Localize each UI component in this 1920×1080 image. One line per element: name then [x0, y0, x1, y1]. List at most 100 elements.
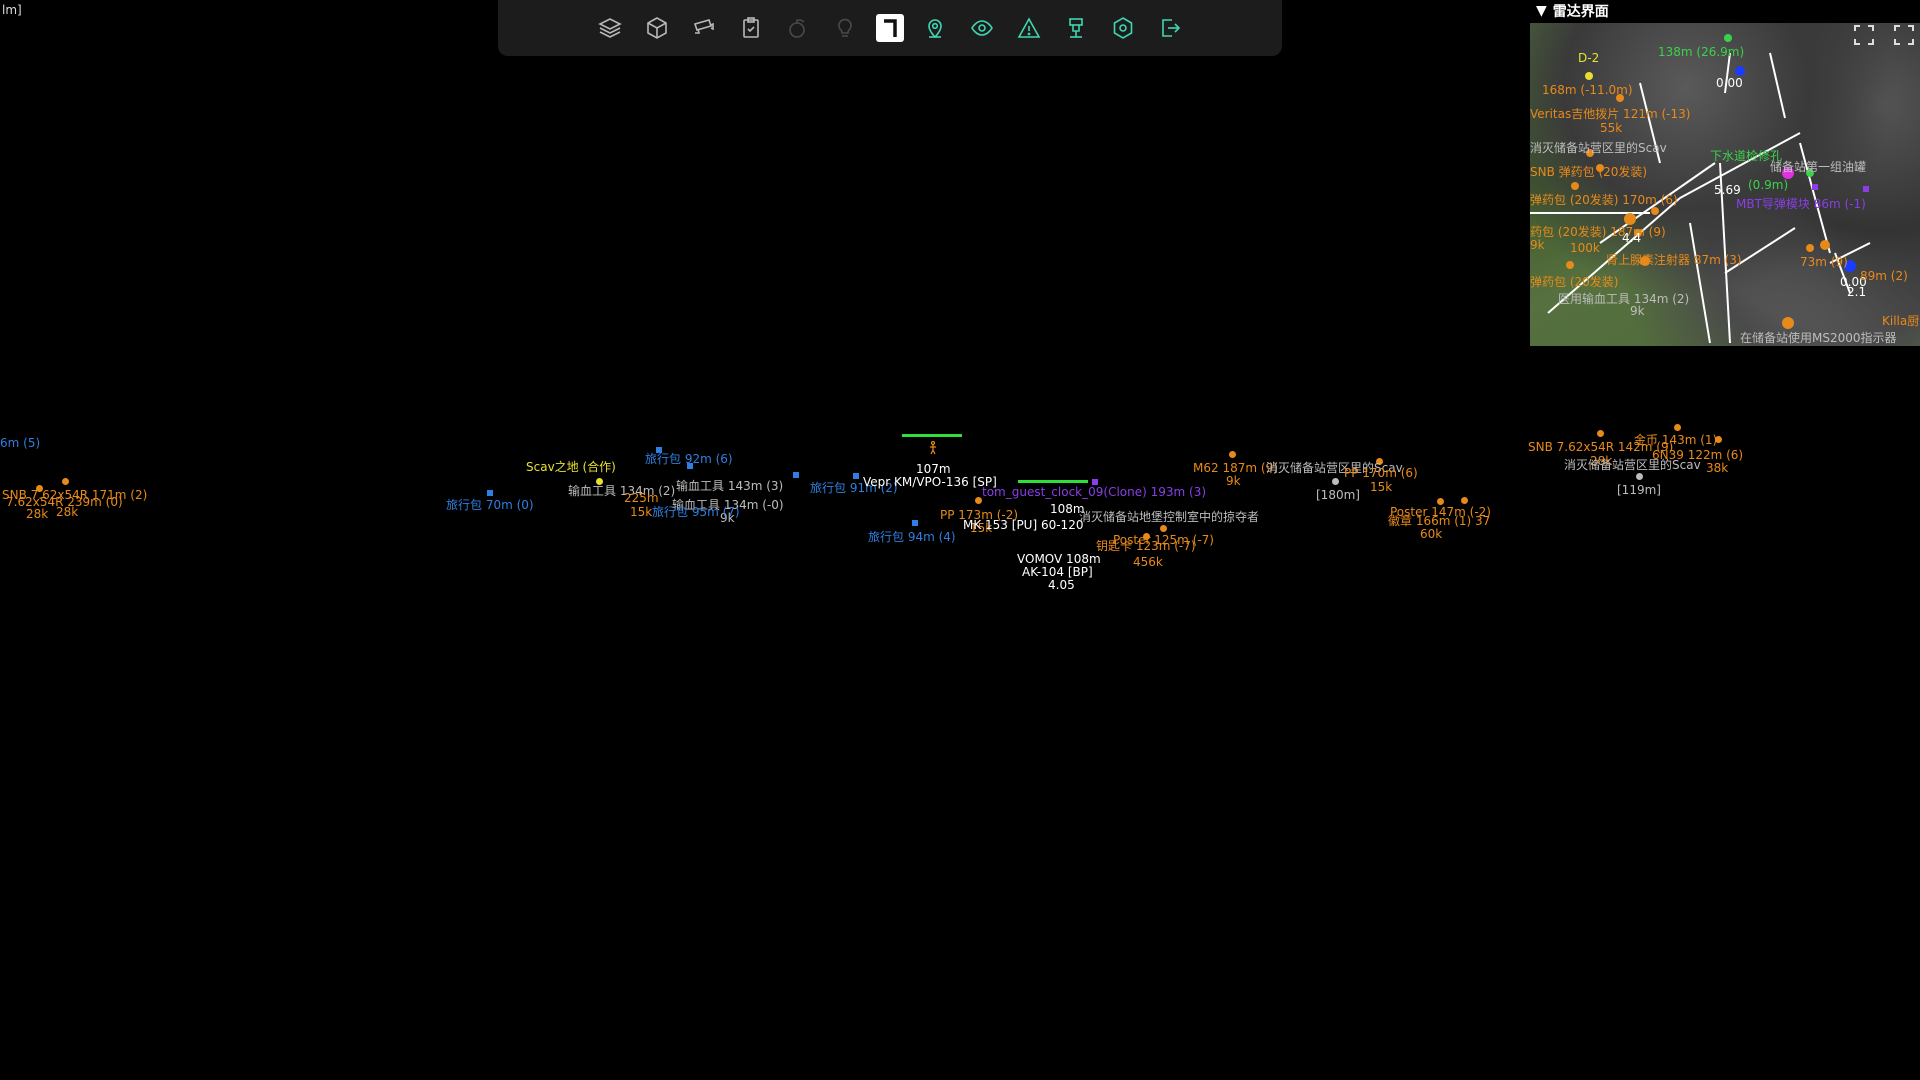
loot-marker [1715, 436, 1722, 443]
world-label: 徽章 166m (1) 37 [1388, 514, 1491, 528]
loot-marker [596, 478, 603, 485]
world-label: 28k [1590, 454, 1613, 468]
radar-label: 弹药包 (20发装) 170m (6) [1530, 193, 1678, 207]
toolbar-exfil-button[interactable] [1060, 12, 1092, 44]
radar-label: 0.00 [1716, 76, 1743, 90]
world-label: 输血工具 134m (-0) [672, 498, 784, 512]
radar-header[interactable]: ▼ 雷达界面 [1530, 0, 1920, 22]
radar-label: 2.1 [1847, 285, 1867, 299]
exfil-icon [1069, 18, 1083, 38]
loot-marker [1376, 458, 1383, 465]
world-label: AK-104 [BP] [1022, 565, 1093, 579]
radar-label: 在储备站使用MS2000指示器 [1740, 331, 1897, 345]
radar-label: Killa厨 [1882, 314, 1920, 328]
radar-label: Veritas吉他拨片 121m (-13) [1530, 107, 1691, 121]
container-marker [487, 490, 493, 496]
collapse-toggle-icon[interactable]: ▼ [1536, 3, 1547, 19]
world-label: 7.62x54R 239m (0) [6, 495, 123, 509]
world-label: 输血工具 143m (3) [676, 479, 784, 493]
bulb-icon [838, 18, 852, 37]
toolbar-logout-button[interactable] [1154, 12, 1186, 44]
world-label: 456k [1133, 555, 1163, 569]
radar-label: 4.4 [1622, 231, 1642, 245]
quest-marker [1092, 479, 1098, 485]
radar-map[interactable]: 138m (26.9m) D-2 0.00 168m (-11.0m) Veri… [1530, 23, 1920, 346]
player-figure-icon [930, 441, 936, 455]
clipboard-check-icon [743, 17, 759, 38]
container-marker [656, 447, 662, 453]
container-marker [853, 473, 859, 479]
world-label: Scav之地 (合作) [526, 460, 616, 474]
world-label: Vepr KM/VPO-136 [SP] [863, 475, 997, 489]
world-label: 15k [1370, 480, 1393, 494]
radar-label: 100k [1570, 241, 1600, 255]
radar-label: 168m (-11.0m) [1542, 83, 1633, 97]
world-label: 旅行包 70m (0) [446, 498, 534, 512]
container-marker [793, 472, 799, 478]
eye-icon [971, 20, 993, 36]
radar-label: 弹药包 (20发装) [1530, 275, 1619, 289]
world-label: 消灭储备站地堡控制室中的掠夺者 [1079, 510, 1260, 524]
radar-label: 储备站第一组油罐 [1770, 160, 1867, 174]
toolbar-warning-button[interactable] [1013, 12, 1045, 44]
radar-panel: ▼ 雷达界面 [1530, 0, 1920, 346]
loot-marker [1597, 430, 1604, 437]
warning-icon [1017, 17, 1041, 38]
radar-label: 5.69 [1714, 183, 1741, 197]
radar-label: SNB 弹药包 (20发装) [1530, 165, 1648, 179]
toolbar-map-pin-button[interactable] [919, 12, 951, 44]
health-bar [1018, 480, 1088, 483]
radar-label: MBT导弹模块 86m (-1) [1736, 197, 1866, 211]
loot-marker [975, 497, 982, 504]
world-label: 60k [1420, 527, 1443, 541]
toolbar-box-button[interactable] [641, 12, 673, 44]
toolbar-crosshair-button[interactable] [876, 14, 904, 42]
quest-marker [1332, 478, 1339, 485]
loot-marker [62, 478, 69, 485]
toolbar-tasks-button[interactable] [735, 12, 767, 44]
world-label: VOMOV 108m [1017, 552, 1101, 566]
radar-label: 0.00 [1840, 275, 1867, 289]
radar-label: 138m (26.9m) [1658, 45, 1745, 59]
loot-marker [1160, 525, 1167, 532]
world-label: 108m [1050, 502, 1085, 516]
world-label: 9k [1226, 474, 1241, 488]
loot-marker [1229, 451, 1236, 458]
world-label: 输血工具 134m (2) [568, 484, 676, 498]
world-label: MK 153 [PU] 60-120 [963, 518, 1084, 532]
world-label: 6N39 122m (6) [1652, 448, 1744, 462]
map-pin-icon [928, 19, 942, 39]
radar-lines [1530, 34, 1871, 344]
world-label: tom_guest_clock_09(Clone) 193m (3) [982, 485, 1207, 499]
loot-marker [1437, 498, 1444, 505]
loot-marker [1143, 533, 1150, 540]
world-label: 6m (5) [0, 436, 41, 450]
radar-label: 9k [1630, 304, 1645, 318]
radar-label: 89m (2) [1860, 269, 1908, 283]
fullscreen-icon[interactable] [1852, 23, 1876, 47]
toolbar-eye-button[interactable] [966, 12, 998, 44]
radar-label: 医用输血工具 134m (2) [1558, 292, 1690, 306]
health-bar [902, 434, 962, 437]
radar-label: 下水道检修孔 [1710, 149, 1783, 163]
world-label: 15k [630, 505, 653, 519]
world-label: 消灭储备站营区里的Scav [1266, 461, 1403, 475]
layers-icon [598, 18, 622, 38]
box-icon [647, 17, 667, 39]
toolbar-settings-button[interactable] [1107, 12, 1139, 44]
crosshair-icon [884, 19, 897, 37]
radar-label: 消灭储备站营区里的Scav [1530, 141, 1667, 155]
toolbar-bulb-button[interactable] [829, 12, 861, 44]
toolbar-camera-button[interactable] [688, 12, 720, 44]
toolbar-layers-button[interactable] [594, 12, 626, 44]
toolbar-grenade-button[interactable] [782, 12, 814, 44]
radar-title: 雷达界面 [1552, 4, 1609, 20]
world-label: M62 187m (9) [1193, 461, 1278, 475]
camera-icon [693, 19, 714, 34]
expand-icon[interactable] [1892, 23, 1916, 47]
radar-label: 药包 (20发装) 187m (9) [1530, 225, 1666, 239]
logout-icon [1162, 19, 1181, 37]
radar-label: D-2 [1578, 51, 1600, 65]
world-label: 旅行包 92m (6) [645, 452, 733, 466]
radar-label: 肾上腺素注射器 87m (3) [1606, 253, 1742, 267]
